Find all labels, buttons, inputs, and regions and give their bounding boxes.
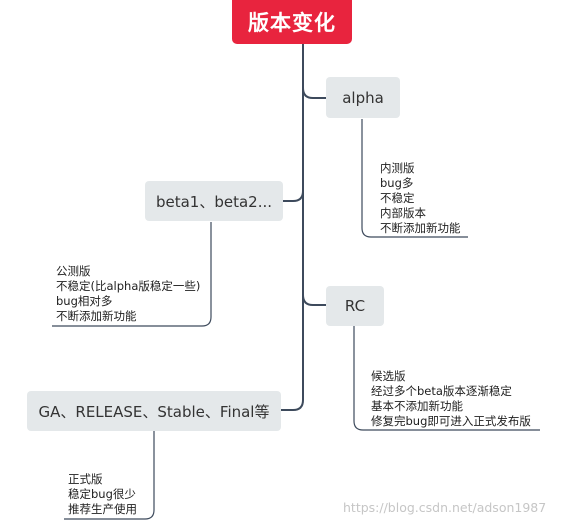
note-line: 推荐生产使用 (68, 502, 137, 516)
connector-alpha (302, 87, 327, 99)
note-line: 公测版 (56, 264, 91, 278)
note-line: bug多 (380, 176, 414, 190)
note-line: 经过多个beta版本逐渐稳定 (371, 384, 512, 398)
connector-beta (282, 190, 304, 202)
notes-connector-beta (52, 222, 212, 327)
note-line: 修复完bug即可进入正式发布版 (371, 414, 531, 428)
notes-connector-ga (64, 431, 155, 520)
note-line: 稳定bug很少 (68, 487, 136, 501)
note-line: 内部版本 (380, 206, 426, 220)
notes-alpha: 内测版 bug多 不稳定 内部版本 不断添加新功能 (380, 161, 461, 236)
node-ga: GA、RELEASE、Stable、Final等 (27, 391, 281, 431)
note-line: 内测版 (380, 161, 415, 175)
note-line: 不稳定 (380, 191, 415, 205)
connector-rc (302, 294, 327, 306)
node-rc: RC (326, 286, 384, 326)
note-line: 正式版 (68, 472, 103, 486)
notes-beta: 公测版 不稳定(比alpha版稳定一些) bug相对多 不断添加新功能 (56, 264, 200, 324)
note-line: 不稳定(比alpha版稳定一些) (56, 279, 201, 293)
node-alpha: alpha (326, 77, 400, 118)
notes-ga: 正式版 稳定bug很少 推荐生产使用 (68, 472, 137, 517)
note-line: 不断添加新功能 (380, 221, 461, 235)
root-topic: 版本变化 (232, 0, 352, 44)
note-line: 基本不添加新功能 (371, 399, 463, 413)
note-line: bug相对多 (56, 294, 113, 308)
note-line: 候选版 (371, 369, 406, 383)
note-line: 不断添加新功能 (56, 309, 137, 323)
watermark: https://blog.csdn.net/adson1987 (343, 500, 547, 515)
notes-connector-rc (353, 326, 540, 431)
trunk-line (280, 43, 304, 411)
notes-connector-alpha (361, 119, 468, 238)
notes-rc: 候选版 经过多个beta版本逐渐稳定 基本不添加新功能 修复完bug即可进入正式… (371, 369, 531, 429)
node-beta: beta1、beta2... (145, 181, 283, 221)
